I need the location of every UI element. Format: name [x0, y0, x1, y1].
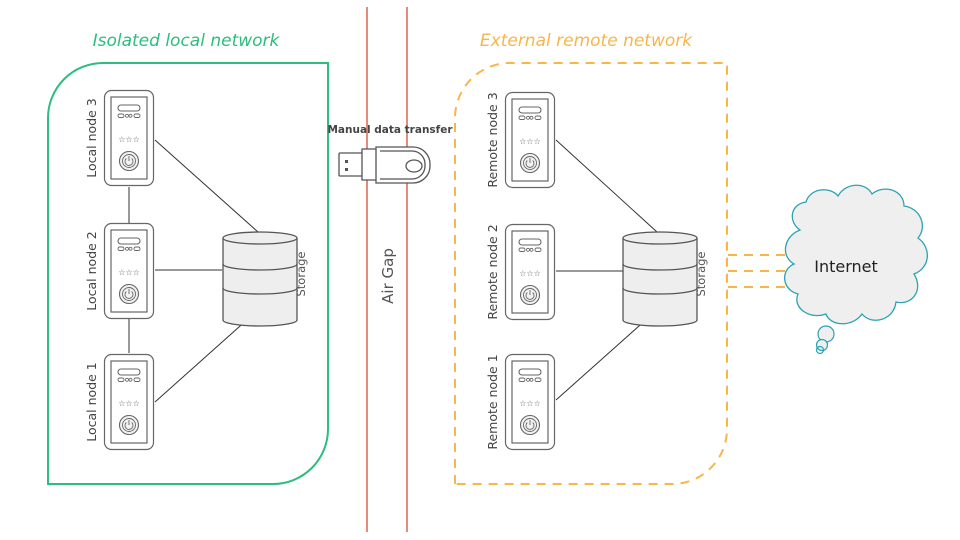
node-label: Local node 2	[84, 231, 99, 311]
node-label: Remote node 2	[485, 224, 500, 319]
server-icon	[504, 353, 556, 451]
cloud-bubble-medium	[815, 338, 829, 352]
remote-node-3[interactable]: Remote node 3	[485, 91, 556, 189]
remote-node-1[interactable]: Remote node 1	[485, 353, 556, 451]
internet-label: Internet	[814, 257, 878, 276]
manual-transfer-label: Manual data transfer	[327, 124, 453, 136]
server-icon	[504, 91, 556, 189]
server-icon	[103, 89, 155, 187]
node-label: Local node 3	[84, 98, 99, 178]
local-node-3[interactable]: Local node 3	[84, 89, 155, 187]
storage-label: Storage	[294, 252, 308, 297]
database-icon	[622, 231, 698, 327]
node-label: Remote node 3	[485, 92, 500, 187]
node-label: Local node 1	[84, 362, 99, 442]
cloud-icon	[784, 184, 928, 325]
local-network-title: Isolated local network	[93, 31, 281, 51]
node-label: Remote node 1	[485, 354, 500, 449]
local-node-1[interactable]: Local node 1	[84, 353, 155, 451]
database-icon	[222, 231, 298, 327]
server-icon	[103, 222, 155, 320]
server-icon	[504, 223, 556, 321]
local-node-2[interactable]: Local node 2	[84, 222, 155, 320]
internet-links	[728, 254, 790, 288]
remote-network-title: External remote network	[480, 31, 693, 51]
remote-node-2[interactable]: Remote node 2	[485, 223, 556, 321]
air-gap-label: Air Gap	[379, 248, 397, 304]
server-icon	[103, 353, 155, 451]
cloud-bubble-small	[815, 345, 825, 355]
remote-network-boundary	[454, 62, 728, 485]
usb-drive-icon	[338, 146, 431, 184]
local-network-boundary	[47, 62, 329, 485]
connector-remote-3-to-storage	[555, 139, 658, 233]
local-storage[interactable]: Storage	[222, 231, 308, 327]
remote-storage[interactable]: Storage	[622, 231, 708, 327]
connector-local-3-to-storage	[154, 139, 259, 233]
storage-label: Storage	[694, 252, 708, 297]
internet-cloud[interactable]: Internet	[784, 184, 928, 355]
